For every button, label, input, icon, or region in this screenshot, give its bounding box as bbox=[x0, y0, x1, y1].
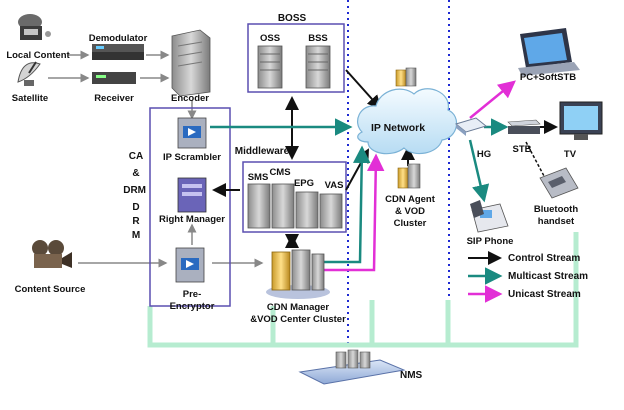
encoder-icon bbox=[171, 29, 211, 97]
tv-icon bbox=[559, 101, 603, 140]
legend-multicast-label: Multicast Stream bbox=[508, 271, 588, 282]
cdn-multicast-arrow bbox=[322, 145, 371, 264]
receiver-label: Receiver bbox=[94, 93, 134, 104]
legend-unicast-label: Unicast Stream bbox=[508, 289, 581, 300]
hg-pc-unicast bbox=[469, 80, 516, 119]
cdn-manager-label: CDN Manager&VOD Center Cluster bbox=[250, 302, 346, 325]
pre-encryptor-label: Pre-Encryptor bbox=[170, 289, 215, 312]
ca-drm-box bbox=[149, 107, 231, 307]
encoder-label: Encoder bbox=[171, 93, 209, 104]
bluetooth-handset-icon bbox=[539, 167, 579, 199]
middleware-box bbox=[242, 161, 347, 233]
demodulator-icon bbox=[92, 44, 144, 60]
pc-softstb-icon bbox=[518, 28, 580, 76]
local-content-label: Local Content bbox=[6, 50, 70, 61]
hg-sip-multicast bbox=[468, 139, 490, 203]
stb-label: STB bbox=[513, 144, 532, 155]
middleware-label: Middleware bbox=[235, 146, 290, 157]
epg-label: EPG bbox=[294, 178, 314, 189]
middleware-servers-icon bbox=[247, 183, 343, 229]
hg-router-icon bbox=[454, 117, 488, 136]
legend-control-label: Control Stream bbox=[508, 253, 580, 264]
nms-icon bbox=[298, 349, 406, 385]
hg-label: HG bbox=[477, 149, 491, 160]
cms-label: CMS bbox=[269, 167, 290, 178]
right-manager-icon bbox=[177, 177, 207, 213]
pc-softstb-label: PC+SoftSTB bbox=[520, 72, 576, 83]
satellite-label: Satellite bbox=[12, 93, 48, 104]
ip-scrambler-label: IP Scrambler bbox=[163, 152, 221, 163]
stb-icon bbox=[507, 119, 541, 134]
boss-ipnetwork-arrow bbox=[345, 69, 382, 110]
ip-scrambler-icon bbox=[177, 117, 207, 149]
stb-bluetooth-link bbox=[525, 141, 545, 177]
cloud-server-icon bbox=[395, 67, 417, 87]
satellite-icon bbox=[17, 61, 41, 86]
tv-label: TV bbox=[564, 149, 577, 160]
boss-box bbox=[247, 23, 345, 93]
content-source-label: Content Source bbox=[15, 284, 86, 295]
legend: Control Stream Multicast Stream Unicast … bbox=[468, 251, 588, 303]
content-source-icon bbox=[32, 240, 72, 268]
receiver-icon bbox=[92, 72, 136, 84]
bss-server-icon bbox=[305, 45, 331, 89]
bss-label: BSS bbox=[308, 33, 328, 44]
pre-encryptor-icon bbox=[175, 247, 205, 283]
sip-phone-icon bbox=[470, 200, 509, 233]
vas-label: VAS bbox=[325, 180, 344, 191]
sip-phone-label: SIP Phone bbox=[467, 236, 514, 247]
right-manager-label: Right Manager bbox=[159, 214, 225, 225]
cdn-unicast-arrow bbox=[322, 153, 385, 272]
ip-network-label: IP Network bbox=[371, 122, 425, 134]
demodulator-label: Demodulator bbox=[89, 33, 148, 44]
oss-label: OSS bbox=[260, 33, 280, 44]
sms-label: SMS bbox=[248, 172, 269, 183]
nms-label: NMS bbox=[400, 370, 423, 381]
nms-line bbox=[147, 232, 579, 348]
cdn-agent-icon bbox=[397, 163, 421, 189]
boss-label: BOSS bbox=[278, 13, 307, 24]
local-content-icon bbox=[18, 14, 51, 40]
cdn-manager-icon bbox=[266, 249, 330, 299]
oss-server-icon bbox=[257, 45, 283, 89]
middleware-ipnetwork-arrow bbox=[345, 148, 369, 191]
